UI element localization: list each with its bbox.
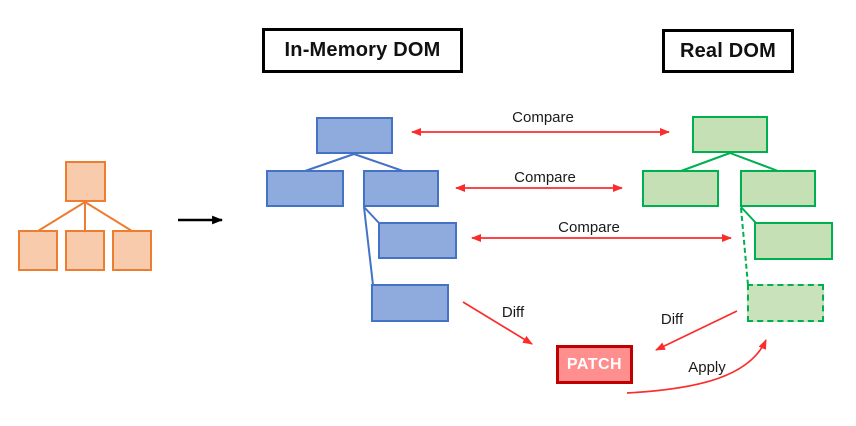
- diff-label-left: Diff: [501, 304, 525, 321]
- apply-arrow: [626, 339, 767, 394]
- patch-label: PATCH: [566, 355, 623, 373]
- title-in-memory-dom: In-Memory DOM: [262, 28, 463, 73]
- compare-label-2: Compare: [514, 169, 576, 186]
- compare-label-3: Compare: [558, 219, 620, 236]
- green-new-node-dashed: [747, 284, 824, 322]
- blue-grandchild: [378, 222, 457, 259]
- diff-arrow-right: [655, 310, 738, 351]
- title-real-dom: Real DOM: [662, 29, 794, 73]
- green-root-node: [692, 116, 768, 153]
- green-child-right: [740, 170, 816, 207]
- patch-box: PATCH: [556, 345, 633, 384]
- apply-label: Apply: [688, 359, 726, 376]
- orange-child-3: [112, 230, 152, 271]
- diff-arrow-left: [462, 301, 533, 345]
- blue-child-left: [266, 170, 344, 207]
- blue-root-node: [316, 117, 393, 154]
- diff-arrows: [462, 301, 738, 351]
- blue-tree-connectors: [304, 153, 404, 286]
- orange-root-node: [65, 161, 106, 202]
- title-in-memory-dom-label: In-Memory DOM: [284, 39, 441, 61]
- green-grandchild: [754, 222, 833, 260]
- orange-child-2: [65, 230, 105, 271]
- orange-tree-connectors: [37, 201, 133, 232]
- blue-child-right: [363, 170, 439, 207]
- green-child-left: [642, 170, 719, 207]
- compare-arrows: [411, 128, 732, 242]
- title-real-dom-label: Real DOM: [679, 39, 777, 62]
- blue-great-grandchild: [371, 284, 449, 322]
- orange-child-1: [18, 230, 58, 271]
- compare-label-1: Compare: [512, 109, 574, 126]
- diff-label-right: Diff: [660, 311, 684, 328]
- green-tree-connectors: [680, 152, 779, 286]
